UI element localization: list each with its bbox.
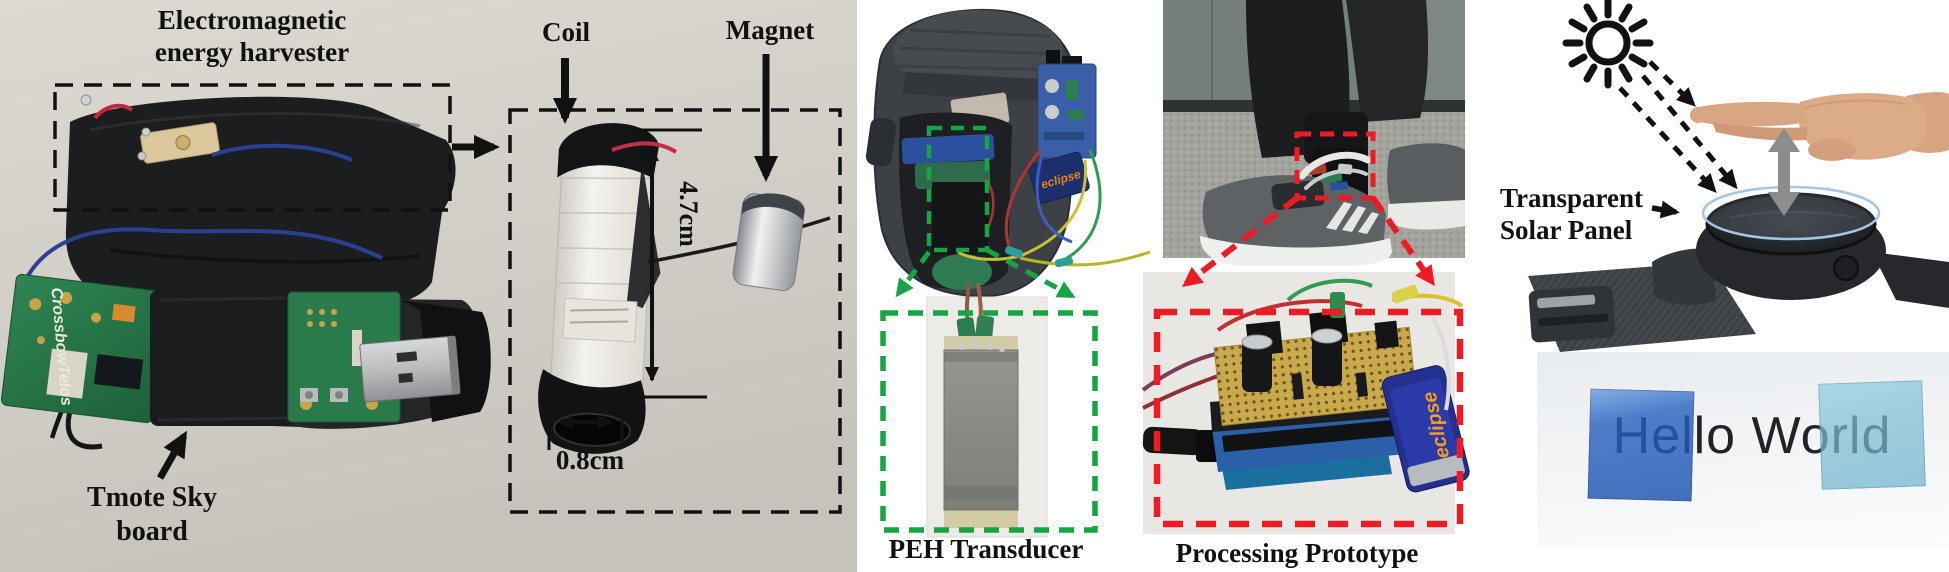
height-dimension-label: 4.7cm xyxy=(674,181,703,247)
hello-world-demo-photo: Hello World xyxy=(1537,352,1949,548)
peh-zoom-line-left xyxy=(895,250,932,298)
harvester-title-line1: Electromagnetic xyxy=(157,5,347,35)
solar-panel-label-line1: Transparent xyxy=(1500,183,1644,213)
harvester-device: CrossbowTelos xyxy=(0,94,491,450)
diameter-measure xyxy=(547,393,624,450)
diameter-dimension-label: 0.8cm xyxy=(555,445,625,475)
usb-connector xyxy=(359,335,461,403)
sunlight-arrows xyxy=(1618,60,1738,193)
ankle-device xyxy=(1298,151,1372,191)
panel-walking-photo: eclipse xyxy=(1141,0,1470,534)
prototype-zoom-line-right xyxy=(1370,196,1435,287)
prototype-zoom-line-left xyxy=(1182,195,1299,288)
panel-harvester-photo: CrossbowTelos xyxy=(0,0,857,572)
transparent-solar-panel-sample-right xyxy=(1818,380,1926,490)
hover-arrow xyxy=(1768,128,1800,216)
harvester-title-line2: energy harvester xyxy=(154,37,350,68)
height-measure xyxy=(631,128,707,399)
tmote-label-line2: board xyxy=(116,515,188,547)
peh-transducer-photo xyxy=(926,282,1048,538)
prototype-zoom-box xyxy=(1153,308,1464,528)
peh-zoom-box xyxy=(880,310,1098,533)
prototype-caption: Processing Prototype xyxy=(1175,538,1419,568)
transparent-solar-panel-sample-left xyxy=(1587,388,1695,502)
sun-icon xyxy=(1562,0,1654,89)
shoe-battery: eclipse xyxy=(1028,151,1090,204)
tmote-arrow xyxy=(156,430,188,480)
capacitor xyxy=(1241,328,1343,392)
magnet-photo xyxy=(732,193,805,291)
coil-outline-box xyxy=(508,108,842,514)
tmote-label: Tmote Sky board xyxy=(62,481,242,548)
solar-panel-arrow xyxy=(1651,200,1680,219)
solar-panel-label: Transparent Solar Panel xyxy=(1500,182,1660,247)
smartwatch-photo xyxy=(1528,185,1949,352)
tmote-pcb: CrossbowTelos xyxy=(0,273,168,424)
coil-label: Coil xyxy=(541,17,590,47)
solar-panel-ring xyxy=(1701,185,1881,241)
peh-zoom-line-right xyxy=(985,247,1076,299)
solar-panel-label-line2: Solar Panel xyxy=(1500,215,1633,246)
harvester-title: Electromagnetic energy harvester xyxy=(127,4,377,69)
tmote-label-line1: Tmote Sky xyxy=(87,482,217,513)
coil-photo xyxy=(538,123,661,454)
shoe-circuit-board: eclipse xyxy=(957,50,1151,268)
peh-caption: PEH Transducer xyxy=(888,534,1084,564)
shoe-highlight-box xyxy=(926,125,990,253)
processing-prototype-photo: eclipse xyxy=(1141,272,1470,534)
magnet-label: Magnet xyxy=(725,15,815,45)
panel-watch xyxy=(1528,0,1949,352)
hand-photo xyxy=(1690,92,1949,161)
panel-shoe-photo: eclipse xyxy=(865,8,1151,538)
walking-photo xyxy=(1163,0,1465,266)
